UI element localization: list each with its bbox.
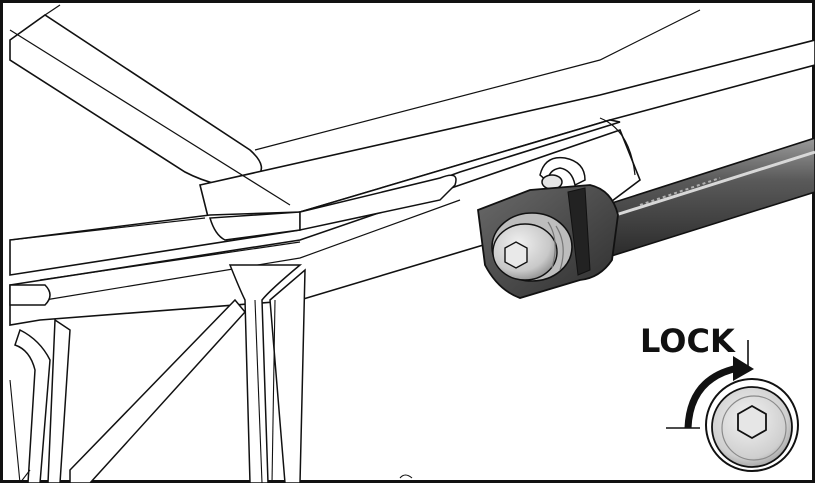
hex-socket-icon [737,404,767,440]
bolt-hex-socket-icon [504,241,528,269]
arrow-head-icon [733,356,754,381]
gusset [209,211,301,241]
truss-lines [9,299,413,483]
bolt-body [491,212,573,282]
truss-legs [14,264,306,483]
left-end-cap [9,284,51,306]
lock-label: LOCK [640,322,736,360]
upper-rail [9,14,815,326]
clip-ring [539,156,586,190]
lock-callout: LOCK [640,322,799,472]
slider-plate [299,174,457,231]
clockwise-arrow-icon [684,364,739,429]
